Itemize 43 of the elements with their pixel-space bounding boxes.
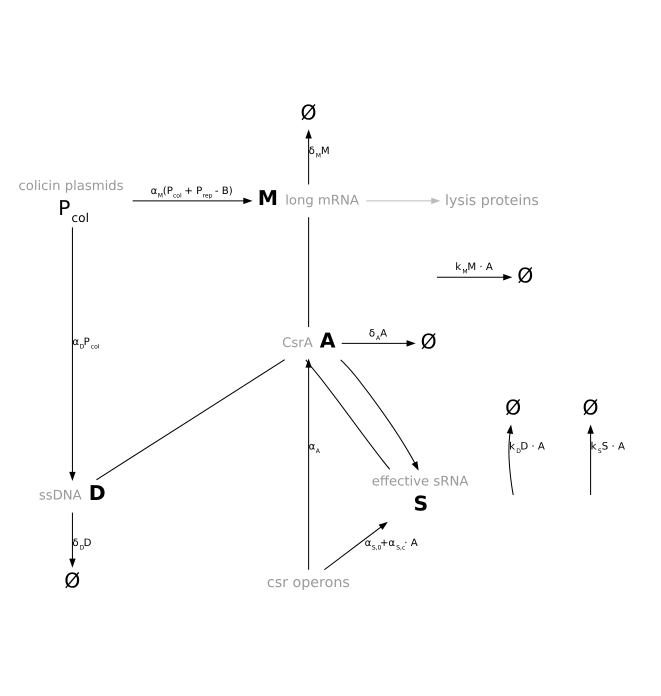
arrow (587, 424, 594, 494)
node-label: colicin plasmids (18, 178, 124, 194)
arrow (506, 424, 514, 495)
arrow (305, 128, 312, 184)
node-text: Ø (505, 395, 522, 420)
node-text: lysis proteins (445, 192, 539, 209)
edge-label: δ$_{A}$A (368, 328, 388, 342)
edge-label: α$_{M}$(P$_{col}$ + P$_{rep}$ - B) (150, 185, 233, 199)
node-text: A (320, 328, 336, 352)
connector (305, 359, 390, 470)
node-text: M (258, 185, 278, 210)
node-text: P$_{col}$ (58, 196, 89, 225)
node-label: CsrA (282, 335, 313, 350)
edge-label: k$_{M}$M · A (455, 262, 493, 276)
edge-label: δ$_{M}$M (308, 146, 330, 160)
arrow (366, 197, 440, 204)
node-text: Ø (517, 262, 534, 287)
arrow (305, 358, 312, 570)
node-text: S (413, 490, 428, 515)
node-text: D (88, 480, 106, 505)
arrow (342, 340, 416, 346)
arrow (69, 512, 76, 568)
arrow (340, 358, 419, 470)
arrow (436, 274, 512, 280)
node-text: Ø (64, 568, 80, 592)
node-text: Ø (300, 100, 316, 124)
edge-label: α$_{S,0}$+α$_{S,c}$· A (364, 537, 418, 551)
edge-label: δ$_{D}$D (72, 537, 92, 551)
node-text: Ø (420, 329, 437, 353)
arrow (132, 197, 252, 204)
node-text: Ø (582, 395, 598, 420)
connector (96, 358, 285, 480)
edge-label: k$_{S}$S · A (590, 440, 625, 454)
arrow (69, 226, 76, 481)
edge-label: k$_{D}$D · A (509, 440, 545, 454)
connector (308, 216, 310, 327)
node-label: effective sRNA (372, 474, 468, 489)
node-label: long mRNA (285, 192, 359, 208)
node-text: csr operons (266, 574, 350, 590)
edge-label: α$_{A}$ (308, 440, 320, 454)
edge-label: α$_{D}$P$_{col}$ (72, 336, 100, 350)
arrow (324, 521, 388, 570)
node-label: ssDNA (38, 488, 82, 504)
